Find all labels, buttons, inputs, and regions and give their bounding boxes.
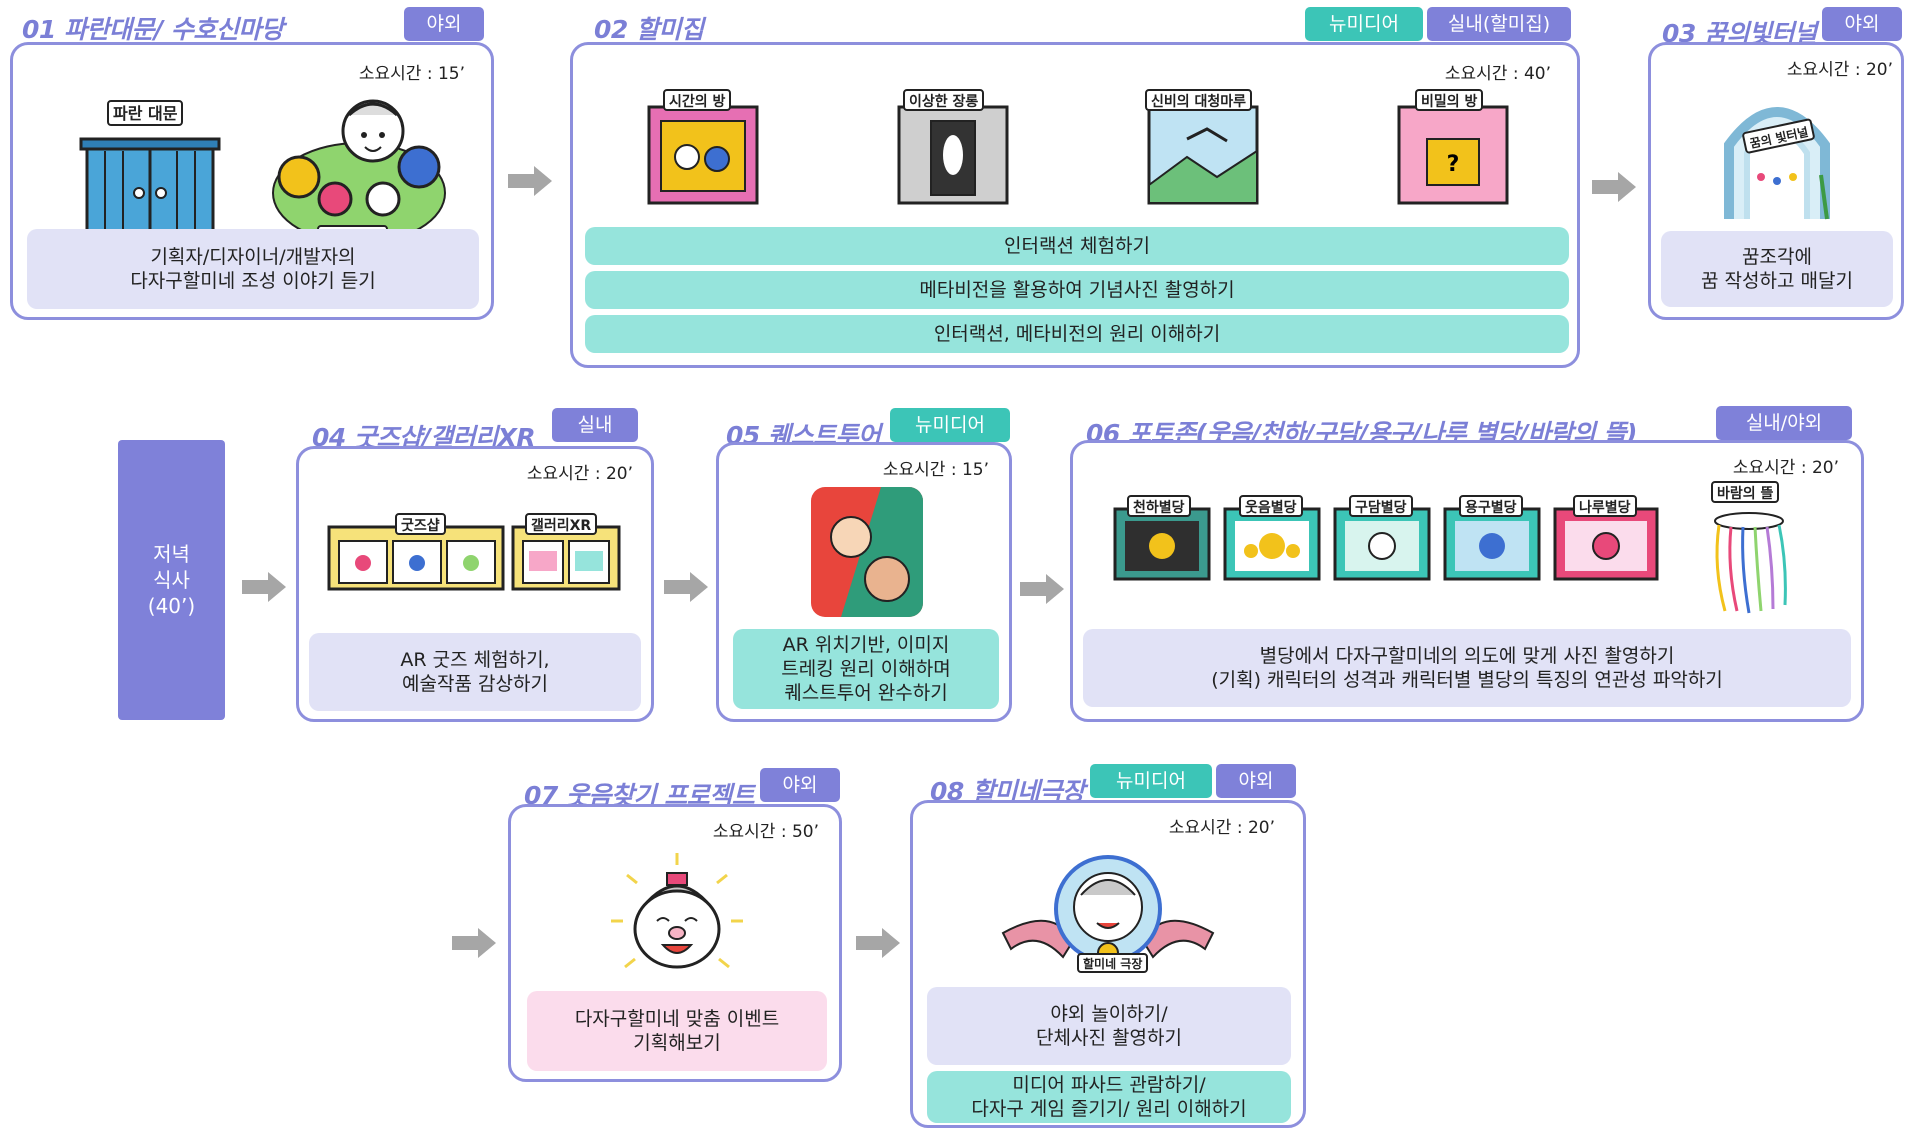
section-03-time: 소요시간 : 20’ (1786, 60, 1893, 80)
theater-label: 할미네 극장 (1077, 953, 1149, 973)
section-03-tag-outdoor: 야외 (1822, 7, 1902, 41)
section-06-card: 소요시간 : 20’ 천하별당 웃음별당 구담별당 용구별당 나루별당 바람의 … (1070, 440, 1864, 722)
section-02-desc-3: 인터랙션, 메타비전의 원리 이해하기 (585, 315, 1569, 353)
svg-text:?: ? (1447, 152, 1460, 177)
byeoldang-yonggu-icon (1443, 507, 1541, 581)
arrow-right-icon (242, 572, 286, 602)
byeoldang-gudam-label: 구담별당 (1349, 495, 1413, 517)
byeoldang-useum-icon (1223, 507, 1321, 581)
section-08-tag-outdoor: 야외 (1216, 764, 1296, 798)
section-07-time: 소요시간 : 50’ (712, 822, 819, 842)
section-04-tag-indoor: 실내 (552, 408, 638, 442)
section-01-card: 소요시간 : 15’ 파란 대문 수호신 마당 기획자/디자이너/개발자의 다자… (10, 42, 494, 320)
section-03-desc: 꿈조각에 꿈 작성하고 매달기 (1661, 231, 1893, 307)
room-hall-icon (1147, 105, 1259, 205)
room-time-icon (647, 105, 759, 205)
room-hall-label: 신비의 대청마루 (1145, 89, 1253, 111)
byeoldang-yonggu-label: 용구별당 (1459, 495, 1523, 517)
room-secret-icon: ? (1397, 105, 1509, 205)
shop-label: 굿즈샵 (395, 513, 446, 535)
section-05-time: 소요시간 : 15’ (882, 460, 989, 480)
arrow-right-icon (1592, 172, 1636, 202)
section-05-tag-newmedia: 뉴미디어 (890, 408, 1010, 442)
room-secret-label: 비밀의 방 (1415, 89, 1484, 111)
section-06-desc: 별당에서 다자구할미네의 의도에 맞게 사진 촬영하기 (기획) 캐릭터의 성격… (1083, 629, 1851, 707)
gate-label: 파란 대문 (107, 100, 184, 126)
section-07-card: 소요시간 : 50’ 다자구할미네 맞춤 이벤트 기획해보기 (508, 804, 842, 1082)
section-08-time: 소요시간 : 20’ (1168, 818, 1275, 838)
section-08-tag-newmedia: 뉴미디어 (1090, 764, 1212, 798)
section-04-card: 소요시간 : 20’ 굿즈샵 갤러리XR AR 굿즈 체험하기, 예술작품 감상… (296, 446, 654, 722)
byeoldang-useum-label: 웃음별당 (1239, 495, 1303, 517)
theater-emblem-icon (1001, 855, 1215, 964)
section-07-desc: 다자구할미네 맞춤 이벤트 기획해보기 (527, 991, 827, 1071)
section-02-card: 소요시간 : 40’ 시간의 방 이상한 장롱 신비의 대청마루 ? 비밀의 방… (570, 42, 1580, 368)
section-08-desc-2: 미디어 파사드 관람하기/ 다자구 게임 즐기기/ 원리 이해하기 (927, 1071, 1291, 1123)
section-02-tag-newmedia: 뉴미디어 (1305, 7, 1423, 41)
section-06-tag-indoor-outdoor: 실내/야외 (1716, 406, 1852, 440)
byeoldang-naru-label: 나루별당 (1573, 495, 1637, 517)
section-05-desc: AR 위치기반, 이미지 트레킹 원리 이해하며 퀘스트투어 완수하기 (733, 629, 999, 709)
room-time-label: 시간의 방 (663, 89, 732, 111)
grandma-face-icon (611, 853, 743, 969)
byeoldang-naru-icon (1553, 507, 1659, 581)
quest-image-icon (811, 487, 923, 617)
section-04-desc: AR 굿즈 체험하기, 예술작품 감상하기 (309, 633, 641, 711)
tunnel-icon (1724, 107, 1830, 220)
section-08-desc-1: 야외 놀이하기/ 단체사진 촬영하기 (927, 987, 1291, 1065)
wind-garden-icon (1714, 512, 1787, 614)
dinner-box: 저녁 식사 (40’) (118, 440, 225, 720)
gallery-xr-icon (511, 525, 621, 591)
section-03-card: 소요시간 : 20’ 꿈의 빛터널 꿈조각에 꿈 작성하고 매달기 (1648, 42, 1904, 320)
section-08-card: 소요시간 : 20’ 할미네 극장 야외 놀이하기/ 단체사진 촬영하기 미디어… (910, 800, 1306, 1128)
section-01-title: 01 파란대문/ 수호신마당 (22, 15, 284, 44)
guardian-yard-icon (272, 99, 446, 244)
room-wardrobe-icon (897, 105, 1009, 205)
byeoldang-gudam-icon (1333, 507, 1431, 581)
arrow-right-icon (452, 928, 496, 958)
section-02-desc-1: 인터랙션 체험하기 (585, 227, 1569, 265)
section-02-title: 02 할미집 (594, 15, 704, 44)
section-01-time: 소요시간 : 15’ (358, 64, 465, 84)
arrow-right-icon (1020, 574, 1064, 604)
section-02-tag-indoor: 실내(할미집) (1427, 7, 1571, 41)
section-01-tag-outdoor: 야외 (404, 7, 484, 41)
section-04-time: 소요시간 : 20’ (526, 464, 633, 484)
gate-icon (79, 137, 221, 239)
section-06-time: 소요시간 : 20’ (1732, 458, 1839, 478)
arrow-right-icon (664, 572, 708, 602)
section-02-desc-2: 메타비전을 활용하여 기념사진 촬영하기 (585, 271, 1569, 309)
section-07-tag-outdoor: 야외 (760, 768, 840, 802)
arrow-right-icon (856, 928, 900, 958)
wind-garden-label: 바람의 뜰 (1711, 481, 1780, 503)
section-05-card: 소요시간 : 15’ AR 위치기반, 이미지 트레킹 원리 이해하며 퀘스트투… (716, 442, 1012, 722)
section-02-time: 소요시간 : 40’ (1444, 64, 1551, 84)
gallery-xr-label: 갤러리XR (525, 513, 598, 535)
byeoldang-cheonha-label: 천하별당 (1127, 495, 1191, 517)
arrow-right-icon (508, 166, 552, 196)
room-wardrobe-label: 이상한 장롱 (903, 89, 985, 111)
section-01-desc: 기획자/디자이너/개발자의 다자구할미네 조성 이야기 듣기 (27, 229, 479, 309)
